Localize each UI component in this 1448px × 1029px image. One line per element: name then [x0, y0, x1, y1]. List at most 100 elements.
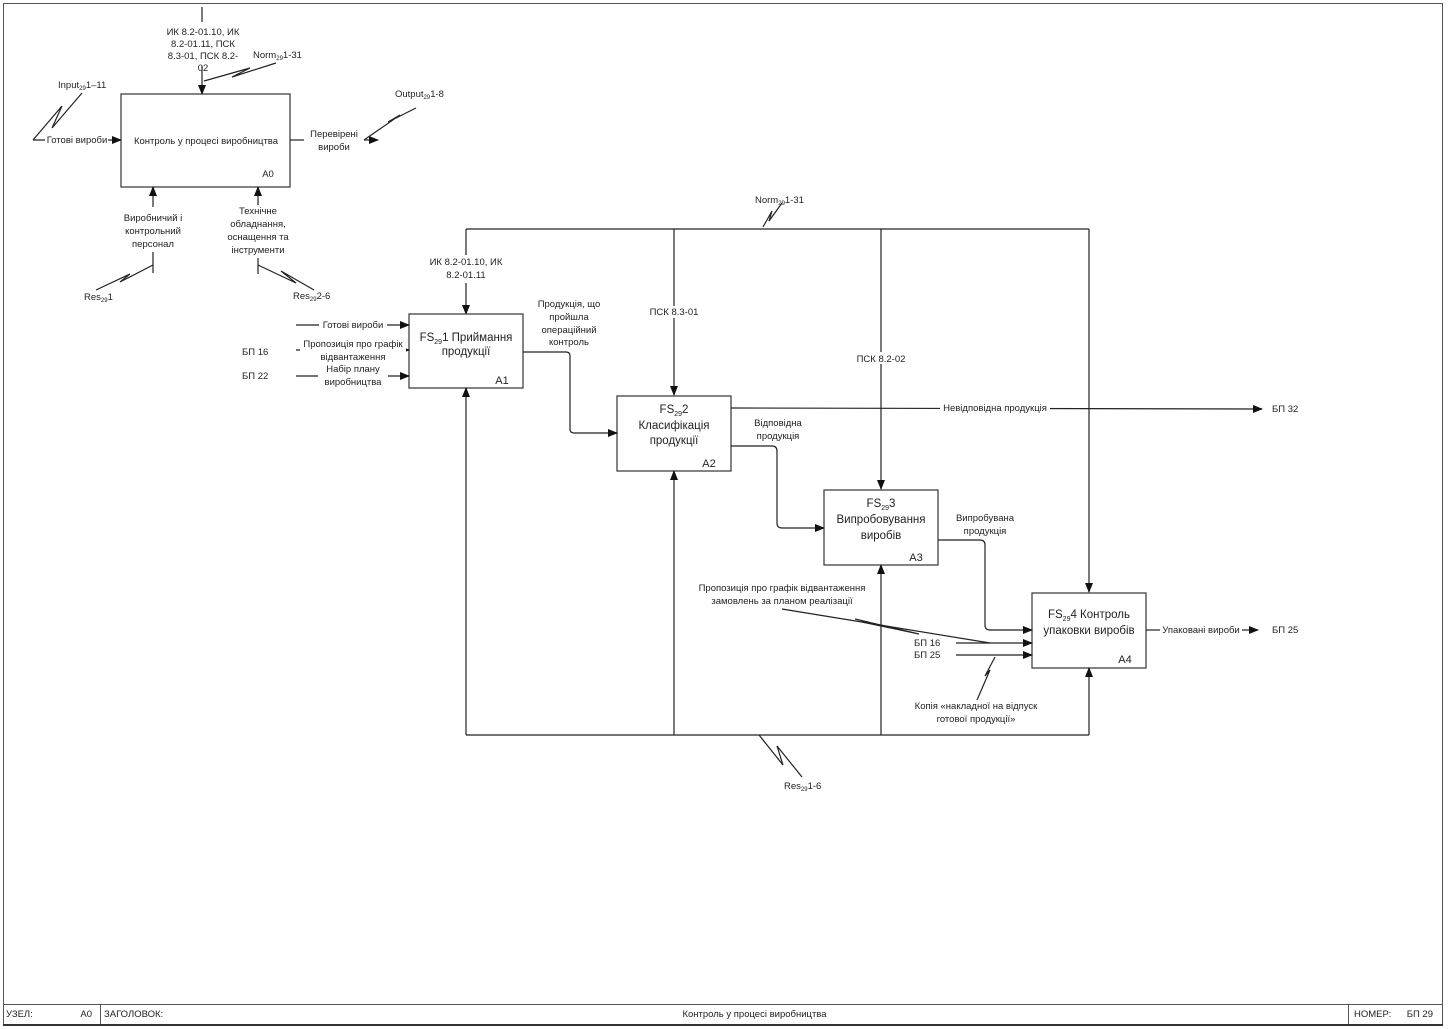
title-block: УЗЕЛ: A0 ЗАГОЛОВОК: Контроль у процесі в… [3, 1004, 1443, 1026]
context-mech1-tag: Res291 [84, 292, 113, 304]
a4-output-label: Упаковані вироби [1162, 625, 1239, 636]
a4-copy-squiggle [976, 656, 996, 701]
node-label: УЗЕЛ: [6, 1009, 33, 1020]
svg-text:FS294 Контроль: FS294 Контроль [1048, 609, 1130, 623]
a3-node: A3 [909, 552, 922, 564]
svg-text:інструменти: інструменти [232, 245, 285, 256]
svg-text:Виробничий і: Виробничий і [124, 213, 183, 224]
a4-input-source-2: БП 25 [914, 650, 940, 661]
context-output-tag: Output291-8 [395, 89, 444, 101]
a1-to-a2-arrow [523, 351, 618, 437]
context-mech1-squiggle [95, 264, 154, 291]
svg-text:пройшла: пройшла [549, 312, 589, 323]
a4-node: A4 [1118, 654, 1131, 666]
a4-copy-label: Копія «накладної на відпуск готової прод… [915, 701, 1039, 725]
a1-input-label-1: Готові вироби [323, 320, 384, 331]
svg-text:Перевірені: Перевірені [310, 129, 358, 140]
svg-text:обладнання,: обладнання, [230, 219, 285, 230]
svg-text:FS293: FS293 [867, 498, 896, 512]
svg-text:Технічне: Технічне [239, 206, 277, 217]
svg-text:FS292: FS292 [660, 404, 689, 418]
node-value: A0 [80, 1009, 92, 1020]
svg-text:персонал: персонал [132, 239, 174, 250]
svg-text:продукція: продукція [964, 526, 1007, 537]
context-mech2-label: Технічне обладнання, оснащення та інстру… [227, 206, 289, 256]
a1-output-label: Продукція, що пройшла операційний контро… [538, 299, 601, 348]
title-label-cell: ЗАГОЛОВОК: [101, 1005, 164, 1024]
a4-proposal-squiggle [854, 618, 920, 635]
activity-box-a2[interactable]: FS292 Класифікація продукції A2 [616, 395, 732, 472]
svg-text:Класифікація: Класифікація [638, 420, 709, 432]
svg-text:продукції: продукції [650, 435, 699, 447]
a1-input-source-2: БП 16 [242, 347, 268, 358]
a4-input-label-proposal: Пропозиція про графік відвантаження замо… [699, 583, 866, 607]
a3-control-label: ПСК 8.2-02 [857, 354, 906, 365]
a3-to-a4-arrow [938, 539, 1033, 634]
context-norm-tag: Norm291-31 [253, 50, 302, 62]
context-control-label: ИК 8.2-01.10, ИК 8.2-01.11, ПСК 8.3-01, … [167, 27, 240, 74]
a2-bad-output-target: БП 32 [1272, 404, 1298, 415]
a1-input-label-3: Набір плану виробництва [325, 364, 383, 388]
res-tag: Res291-6 [784, 781, 821, 793]
svg-text:Пропозиція про графік відванта: Пропозиція про графік відвантаження [699, 583, 866, 594]
svg-text:Продукція, що: Продукція, що [538, 299, 601, 310]
a1-control-label: ИК 8.2-01.10, ИК 8.2-01.11 [430, 257, 503, 281]
svg-text:8.3-01, ПСК 8.2-: 8.3-01, ПСК 8.2- [168, 51, 238, 62]
svg-text:контроль: контроль [549, 337, 589, 348]
svg-text:продукції: продукції [442, 346, 491, 358]
a2-good-output-label: Відповідна продукція [754, 418, 802, 442]
context-input-squiggle [32, 92, 83, 141]
a2-node: A2 [702, 458, 715, 470]
svg-text:02: 02 [198, 63, 209, 74]
context-mech1-label: Виробничий і контрольний персонал [124, 213, 183, 250]
title-value: Контроль у процесі виробництва [682, 1009, 827, 1020]
context-input-tag: Input291–11 [58, 80, 106, 92]
svg-text:ИК 8.2-01.10, ИК: ИК 8.2-01.10, ИК [430, 257, 503, 268]
svg-text:Випробовування: Випробовування [836, 514, 925, 526]
a2-control-label: ПСК 8.3-01 [650, 307, 699, 318]
svg-text:контрольний: контрольний [125, 226, 181, 237]
svg-text:готової продукції»: готової продукції» [937, 714, 1016, 725]
svg-text:8.2-01.11, ПСК: 8.2-01.11, ПСК [171, 39, 235, 50]
context-mech2-tag: Res292-6 [293, 291, 330, 303]
svg-text:оснащення та: оснащення та [227, 232, 289, 243]
svg-text:Копія «накладної на відпуск: Копія «накладної на відпуск [915, 701, 1039, 712]
svg-text:Набір плану: Набір плану [326, 364, 380, 375]
a1-input-label-2: Пропозиція про графік відвантаження [303, 339, 403, 363]
context-box-title: Контроль у процесі виробництва [134, 136, 279, 147]
svg-text:FS291 Приймання: FS291 Приймання [420, 332, 513, 346]
a2-to-a3-arrow [731, 445, 825, 532]
context-input-label: Готові вироби [47, 135, 108, 146]
title-value-cell: Контроль у процесі виробництва [161, 1005, 1349, 1024]
a1-input-source-3: БП 22 [242, 371, 268, 382]
context-norm-squiggle [203, 62, 277, 82]
context-output-label: Перевірені вироби [310, 129, 358, 153]
svg-text:замовлень за планом реалізації: замовлень за планом реалізації [711, 596, 853, 607]
svg-text:продукція: продукція [757, 431, 800, 442]
activity-box-a3[interactable]: FS293 Випробовування виробів A3 [823, 489, 939, 566]
norm-squiggle [762, 202, 783, 228]
number-label: НОМЕР: [1354, 1009, 1392, 1020]
activity-box-a1[interactable]: FS291 Приймання продукції A1 [408, 313, 524, 389]
node-cell: УЗЕЛ: A0 [3, 1005, 101, 1024]
context-output-squiggle [363, 107, 417, 141]
title-label: ЗАГОЛОВОК: [104, 1009, 164, 1020]
svg-text:Пропозиція про графік: Пропозиція про графік [303, 339, 403, 350]
a1-node: A1 [495, 375, 508, 387]
res-squiggle [758, 734, 803, 778]
svg-text:8.2-01.11: 8.2-01.11 [446, 270, 485, 281]
svg-text:операційний: операційний [542, 325, 597, 336]
svg-text:Випробувана: Випробувана [956, 513, 1015, 524]
svg-text:Відповідна: Відповідна [754, 418, 802, 429]
a3-output-label: Випробувана продукція [956, 513, 1015, 537]
activity-box-a4[interactable]: FS294 Контроль упаковки виробів A4 [1031, 592, 1147, 669]
svg-text:виробництва: виробництва [325, 377, 383, 388]
svg-text:ИК 8.2-01.10, ИК: ИК 8.2-01.10, ИК [167, 27, 240, 38]
norm-tag: Norm291-31 [755, 195, 804, 207]
svg-text:упаковки виробів: упаковки виробів [1043, 625, 1134, 637]
a4-input-source-1: БП 16 [914, 638, 940, 649]
svg-text:виробів: виробів [861, 530, 902, 542]
context-mech2-squiggle [257, 264, 315, 291]
number-cell: НОМЕР: БП 29 [1349, 1005, 1443, 1024]
